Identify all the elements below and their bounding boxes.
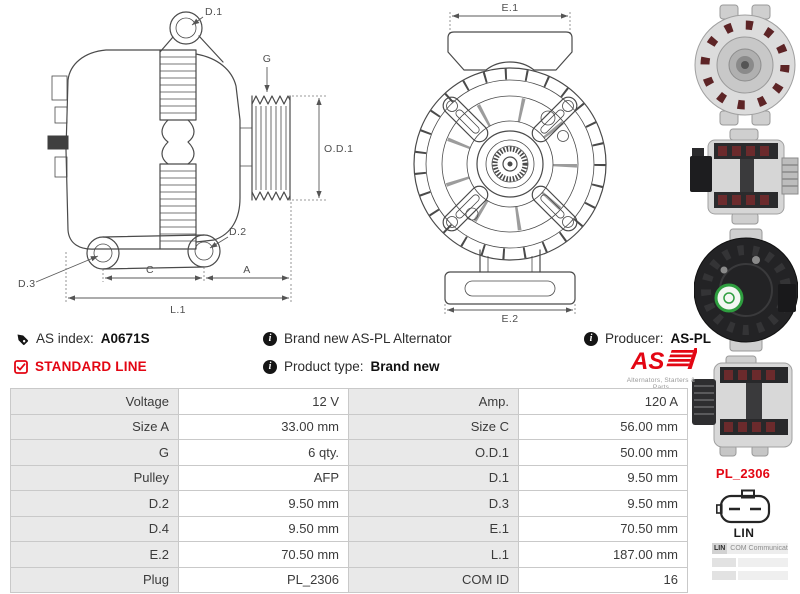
svg-text:E.1: E.1 xyxy=(502,2,519,14)
standard-line-label: STANDARD LINE xyxy=(35,359,147,374)
spec-label: Size C xyxy=(348,413,519,440)
spec-value: 187.00 mm xyxy=(518,541,688,568)
brand-new-text: Brand new AS-PL Alternator xyxy=(284,331,452,346)
com-text: COM Communication xyxy=(727,543,788,554)
spec-value: PL_2306 xyxy=(178,566,349,593)
spec-label: Plug xyxy=(10,566,179,593)
product-type-label: Product type: xyxy=(284,359,364,374)
spec-value: 9.50 mm xyxy=(518,464,688,491)
spec-value: 9.50 mm xyxy=(178,515,349,542)
spec-value: 70.50 mm xyxy=(518,515,688,542)
as-pl-logo-tagline: Alternators, Starters & Parts xyxy=(626,377,696,391)
spec-value: 9.50 mm xyxy=(178,490,349,517)
svg-text:L.1: L.1 xyxy=(170,304,186,316)
svg-text:D.2: D.2 xyxy=(229,226,247,238)
spec-row: E.2 70.50 mm L.1 187.00 mm xyxy=(10,541,688,568)
dimension-drawing-side-view: D.1 G O.D.1 D.2 D.3 C A L.1 xyxy=(18,6,353,316)
product-photo-front[interactable] xyxy=(692,4,798,126)
spec-row: G 6 qty. O.D.1 50.00 mm xyxy=(10,439,688,466)
svg-text:D.3: D.3 xyxy=(18,278,36,290)
spec-label: O.D.1 xyxy=(348,439,519,466)
as-index-row: AS index: A0671S xyxy=(14,331,150,346)
spec-label: COM ID xyxy=(348,566,519,593)
spec-label: D.3 xyxy=(348,490,519,517)
spec-value: 12 V xyxy=(178,388,349,415)
spec-row: D.2 9.50 mm D.3 9.50 mm xyxy=(10,490,688,517)
info-icon xyxy=(263,359,277,374)
spec-label: Amp. xyxy=(348,388,519,415)
spec-label: D.1 xyxy=(348,464,519,491)
producer-label: Producer: xyxy=(605,331,664,346)
svg-text:E.2: E.2 xyxy=(502,313,519,324)
lin-connector-icon xyxy=(716,489,771,524)
spec-label: E.1 xyxy=(348,515,519,542)
as-index-label: AS index: xyxy=(36,331,94,346)
spec-label: L.1 xyxy=(348,541,519,568)
spec-value: 70.50 mm xyxy=(178,541,349,568)
top-lug-d1 xyxy=(159,11,224,63)
spec-label: D.2 xyxy=(10,490,179,517)
dimension-e1: E.1 xyxy=(449,2,571,34)
standard-line-row: STANDARD LINE xyxy=(14,359,147,374)
spec-value: 50.00 mm xyxy=(518,439,688,466)
spec-value: 16 xyxy=(518,566,688,593)
spec-value: 120 A xyxy=(518,388,688,415)
spec-label: D.4 xyxy=(10,515,179,542)
brand-new-row: Brand new AS-PL Alternator xyxy=(263,331,452,346)
as-pl-logo-mark: AS xyxy=(630,348,699,375)
placeholder-bar xyxy=(712,558,788,567)
product-type-value: Brand new xyxy=(370,359,440,374)
spec-label: Voltage xyxy=(10,388,179,415)
spec-label: Size A xyxy=(10,413,179,440)
com-communication-badge: LIN COM Communication xyxy=(712,543,788,554)
spec-row: Size A 33.00 mm Size C 56.00 mm xyxy=(10,413,688,440)
dimension-e2: E.2 xyxy=(444,304,576,324)
spec-row: Plug PL_2306 COM ID 16 xyxy=(10,566,688,593)
product-photo-rear[interactable] xyxy=(694,228,798,353)
dimension-annotations-side: D.1 G O.D.1 D.2 D.3 C A L.1 xyxy=(18,6,353,316)
spec-value: 6 qty. xyxy=(178,439,349,466)
info-icon xyxy=(263,331,277,346)
product-type-row: Product type: Brand new xyxy=(263,359,440,374)
svg-text:D.1: D.1 xyxy=(205,6,223,18)
connector-type-label: LIN xyxy=(733,526,755,540)
dimension-drawing-front-view: E.1 xyxy=(413,2,607,324)
product-photo-side-left[interactable] xyxy=(690,128,800,225)
spec-value: 9.50 mm xyxy=(518,490,688,517)
pulley-drawing xyxy=(251,95,291,201)
placeholder-bar xyxy=(712,571,788,580)
spec-value: 33.00 mm xyxy=(178,413,349,440)
spec-row: Pulley AFP D.1 9.50 mm xyxy=(10,464,688,491)
com-chip: LIN xyxy=(712,543,728,554)
as-pl-logo: AS Alternators, Starters & Parts xyxy=(625,346,699,391)
svg-text:A: A xyxy=(243,264,250,276)
producer-row: Producer: AS-PL xyxy=(584,331,711,346)
spec-label: Pulley xyxy=(10,464,179,491)
tag-icon xyxy=(17,334,29,346)
plug-code: PL_2306 xyxy=(715,466,771,481)
checked-checkbox-icon xyxy=(14,359,28,374)
product-photo-side-pulley[interactable] xyxy=(690,355,794,457)
info-icon xyxy=(584,331,598,346)
producer-value: AS-PL xyxy=(670,331,712,346)
spec-value: 56.00 mm xyxy=(518,413,688,440)
svg-text:O.D.1: O.D.1 xyxy=(324,143,353,155)
svg-text:AS: AS xyxy=(630,348,664,374)
spec-row: D.4 9.50 mm E.1 70.50 mm xyxy=(10,515,688,542)
spec-label: E.2 xyxy=(10,541,179,568)
spec-label: G xyxy=(10,439,179,466)
svg-text:C: C xyxy=(146,264,154,276)
spec-row: Voltage 12 V Amp. 120 A xyxy=(10,388,688,415)
alternator-front-body xyxy=(413,67,607,261)
spec-value: AFP xyxy=(178,464,349,491)
svg-text:G: G xyxy=(263,53,272,65)
as-index-value: A0671S xyxy=(100,331,150,346)
spec-table: Voltage 12 V Amp. 120 A Size A 33.00 mm … xyxy=(10,388,688,593)
